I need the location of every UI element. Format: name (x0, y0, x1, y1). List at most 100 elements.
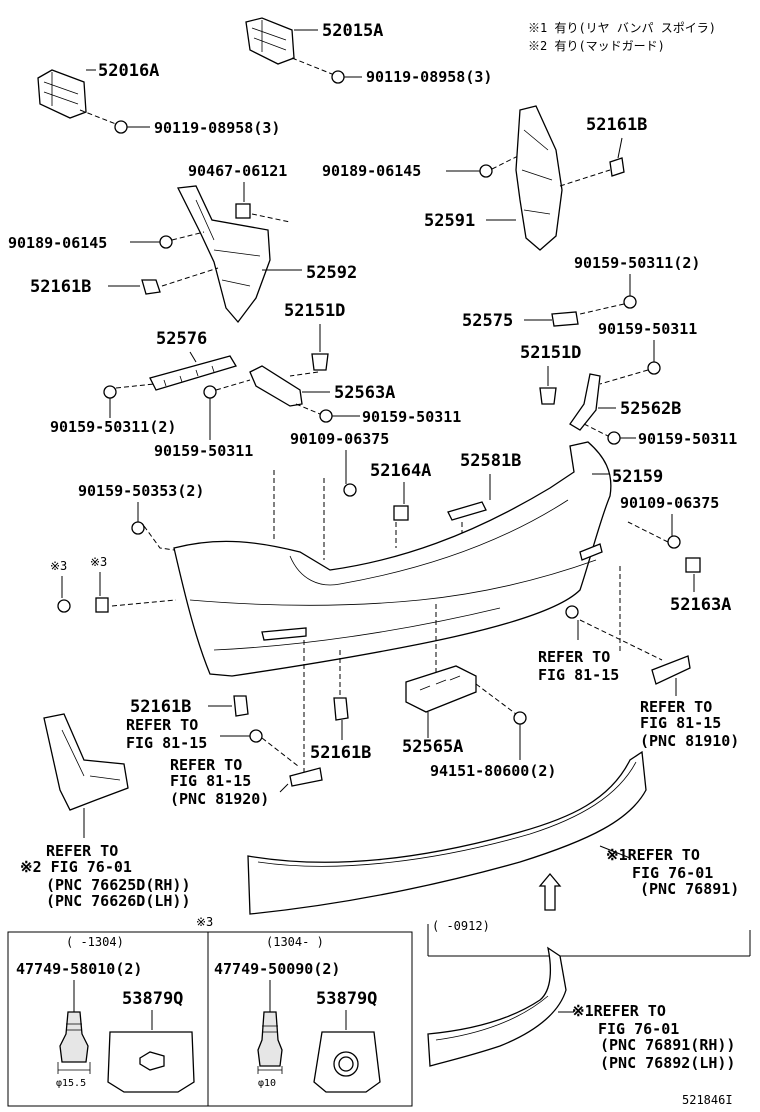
label-52161B-bottom-center: 52161B (310, 743, 371, 763)
cover-52581B[interactable] (447, 501, 487, 521)
label-refer-81920-b: FIG 81-15 (170, 772, 251, 790)
label-90119-08958-left: 90119-08958(3) (154, 119, 280, 137)
bracket-52565A[interactable] (405, 665, 477, 713)
screw-90159-50311-left[interactable] (203, 385, 217, 399)
nut-94151-80600[interactable] (513, 711, 527, 725)
screw-90159-50311-right2[interactable] (607, 431, 621, 445)
label-refer-81910-a: REFER TO (640, 698, 712, 716)
label-box-right-period: (1304- ) (266, 935, 324, 949)
clip-47749-58010[interactable] (59, 1011, 89, 1063)
label-refer-76-01-mud-c: (PNC 76625D(RH)) (46, 876, 191, 894)
screw-90109-06375-center[interactable] (343, 483, 357, 497)
clip-52151D-center[interactable] (311, 353, 329, 371)
label-53879Q-right: 53879Q (316, 989, 377, 1009)
label-refer-81-15-left-b: FIG 81-15 (126, 734, 207, 752)
label-mark3-box: ※3 (196, 915, 213, 929)
label-90119-08958-top: 90119-08958(3) (366, 68, 492, 86)
label-52592: 52592 (306, 263, 357, 283)
pad-53879Q-right[interactable] (313, 1031, 381, 1093)
label-refer-spoiler-c: (PNC 76891(RH)) (600, 1036, 735, 1054)
label-52016A: 52016A (98, 61, 159, 81)
reflector-81910[interactable] (651, 655, 691, 685)
bracket-52592[interactable] (177, 185, 271, 324)
figure-id: 521846I (682, 1093, 733, 1107)
label-90159-50353: 90159-50353(2) (78, 482, 204, 500)
label-52163A: 52163A (670, 595, 731, 615)
bracket-52591[interactable] (515, 105, 563, 251)
label-refer-81920-c: (PNC 81920) (170, 790, 269, 808)
label-refer-81920-a: REFER TO (170, 756, 242, 774)
bracket-52575[interactable] (551, 311, 579, 327)
note-spoiler: ※1 有り(リヤ バンパ スポイラ) (528, 21, 716, 35)
detail-box (7, 931, 413, 1107)
label-refer-spoiler-b: FIG 76-01 (598, 1020, 679, 1038)
label-90159-50311-2-left: 90159-50311(2) (50, 418, 176, 436)
label-refer-76-01-mud-d: (PNC 76626D(LH)) (46, 892, 191, 910)
label-52151D-right: 52151D (520, 343, 581, 363)
label-refer-76891-c: (PNC 76891) (640, 880, 739, 898)
label-refer-76891-a: ※1REFER TO (606, 846, 700, 864)
label-52575: 52575 (462, 311, 513, 331)
bracket-52015A[interactable] (245, 17, 295, 65)
label-47749-58010: 47749-58010(2) (16, 960, 142, 978)
clip-90189-06145-left[interactable] (159, 235, 173, 249)
bracket-52576[interactable] (149, 355, 237, 391)
bumper-cover-52159[interactable] (173, 441, 612, 677)
label-47749-50090: 47749-50090(2) (214, 960, 340, 978)
clip-52151D-right[interactable] (539, 387, 557, 405)
label-52581B: 52581B (460, 451, 521, 471)
label-90109-06375-center: 90109-06375 (290, 430, 389, 448)
clip-52161B-left[interactable] (141, 279, 161, 295)
screw-90159-50353[interactable] (131, 521, 145, 535)
mudguard-76625D[interactable] (43, 713, 129, 811)
label-52015A: 52015A (322, 21, 383, 41)
bracket-52563A[interactable] (249, 365, 303, 407)
cap-52164A[interactable] (393, 505, 409, 521)
label-refer-76-01-mud-b: ※2 FIG 76-01 (20, 858, 132, 876)
screw-90159-50311-center[interactable] (319, 409, 333, 423)
screw-90159-50311-right[interactable] (647, 361, 661, 375)
bracket-52562B[interactable] (569, 373, 601, 431)
label-52161B-top: 52161B (586, 115, 647, 135)
spoiler-76891-old[interactable] (427, 946, 567, 1067)
clip-mark3-b[interactable] (95, 597, 109, 613)
label-90159-50311-right: 90159-50311 (598, 320, 697, 338)
screw-90119-08958-top[interactable] (331, 70, 345, 84)
screw-90159-50311-2-left[interactable] (103, 385, 117, 399)
label-52151D-center: 52151D (284, 301, 345, 321)
clip-52161B-bottom-left[interactable] (233, 695, 249, 717)
label-52576: 52576 (156, 329, 207, 349)
bracket-52016A[interactable] (37, 69, 87, 119)
label-94151-80600: 94151-80600(2) (430, 762, 556, 780)
reflector-81920[interactable] (289, 767, 323, 787)
spoiler-76891[interactable] (247, 750, 647, 915)
direction-arrow-icon (538, 872, 562, 911)
label-refer-81-15-right-a: REFER TO (538, 648, 610, 666)
label-90109-06375-right: 90109-06375 (620, 494, 719, 512)
label-52565A: 52565A (402, 737, 463, 757)
clip-52161B-bottom-center[interactable] (333, 697, 349, 721)
label-90189-06145-left: 90189-06145 (8, 234, 107, 252)
cap-52163A[interactable] (685, 557, 701, 573)
label-90159-50311-right2: 90159-50311 (638, 430, 737, 448)
clip-90189-06145-right[interactable] (479, 164, 493, 178)
screw-90159-50311-2-right[interactable] (623, 295, 637, 309)
label-refer-81910-c: (PNC 81910) (640, 732, 739, 750)
label-mark3-b: ※3 (90, 555, 107, 569)
clip-mark3-a[interactable] (57, 599, 71, 613)
label-refer-spoiler-a: ※1REFER TO (572, 1002, 666, 1020)
label-refer-81-15-right-b: FIG 81-15 (538, 666, 619, 684)
label-refer-76891-b: FIG 76-01 (632, 864, 713, 882)
screw-refer-81-15-right[interactable] (565, 605, 579, 619)
screw-90119-08958-left[interactable] (114, 120, 128, 134)
clip-47749-50090[interactable] (257, 1011, 283, 1067)
label-dim-left: φ15.5 (56, 1078, 86, 1089)
pad-53879Q-left[interactable] (107, 1031, 195, 1093)
label-52161B-left: 52161B (30, 277, 91, 297)
clip-52161B-top[interactable] (609, 157, 625, 177)
label-90159-50311-2-right: 90159-50311(2) (574, 254, 700, 272)
clip-90467-06121[interactable] (235, 203, 251, 219)
screw-90109-06375-right[interactable] (667, 535, 681, 549)
screw-refer-81-15-left[interactable] (249, 729, 263, 743)
label-52161B-bottom-left: 52161B (130, 697, 191, 717)
